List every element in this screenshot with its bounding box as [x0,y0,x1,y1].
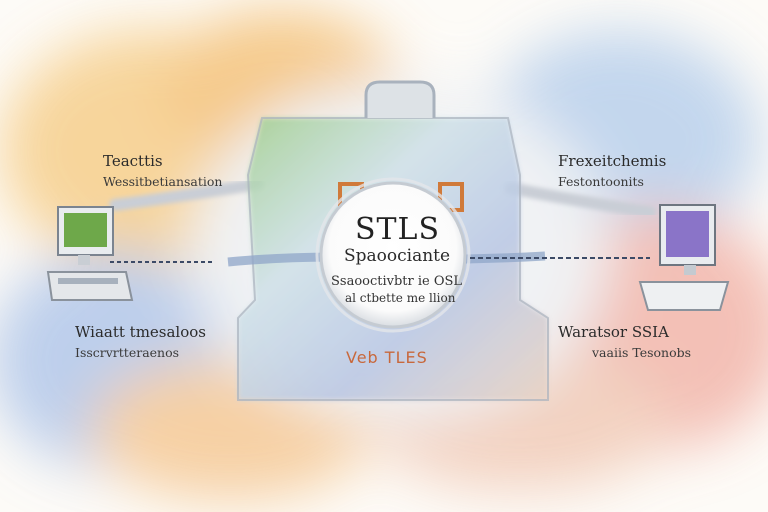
bottom-right-title: Waratsor SSIA [558,323,669,341]
bottom-left-title: Wiaatt tmesaloos [75,323,206,341]
connection-lines [110,257,650,263]
bottom-left-subtitle: Isscrvrtteraenos [75,345,180,360]
top-right-title: Frexeitchemis [558,152,667,170]
center-description-line-1: Ssaooctivbtr ie OSL [331,274,463,289]
top-right-subtitle: Festontoonits [558,174,644,189]
left-computer-icon [46,206,134,301]
center-description-line-2: al ctbette me llion [345,291,456,305]
top-left-title: Teacttis [103,152,163,170]
connector-pipes [109,178,656,218]
top-left-subtitle: Wessitbetiansation [103,174,223,189]
center-subtitle: Spaoociante [344,246,451,266]
center-title: STLS [355,212,441,247]
bottom-right-subtitle: vaaiis Tesonobs [592,345,692,360]
right-computer-icon [638,204,730,311]
center-lens [315,177,471,333]
bag-caption: Veb TLES [346,348,428,367]
